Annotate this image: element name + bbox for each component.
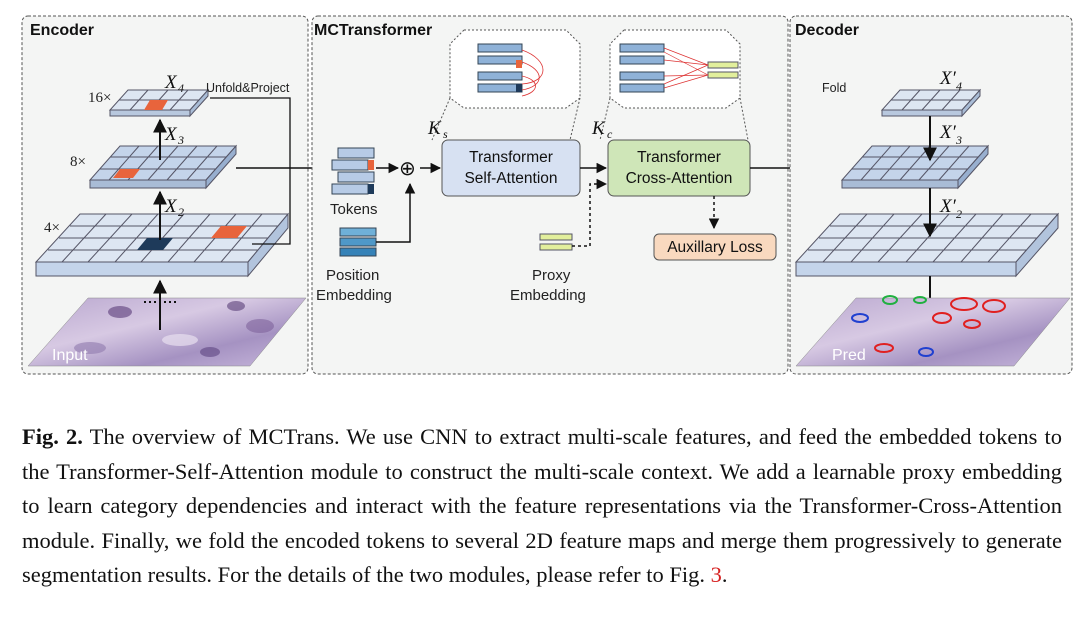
label-x4-sub: 4	[178, 81, 184, 95]
figure-label: Fig. 2.	[22, 424, 83, 449]
mctransformer-title: MCTransformer	[314, 22, 432, 39]
auxiliary-loss-label: Auxillary Loss	[667, 239, 763, 256]
kc-label: K	[591, 118, 606, 139]
caption-text: The overview of MCTrans. We use CNN to e…	[22, 424, 1062, 587]
caption-end: .	[721, 562, 728, 587]
figure-reference-link[interactable]: 3	[710, 562, 722, 587]
proxy-embedding-stack	[539, 233, 573, 251]
feature-map-x2-prime	[794, 212, 1060, 278]
label-x4-prime-sub: 4	[956, 79, 962, 93]
prediction-image	[795, 295, 1071, 367]
label-x3-prime-sub: 3	[955, 133, 962, 147]
position-embedding-stack	[339, 227, 377, 257]
self-attention-line1: Transformer	[469, 149, 553, 166]
label-x3-sub: 3	[177, 133, 184, 147]
label-x4: X	[164, 72, 178, 93]
position-embedding-line1: Position	[326, 267, 379, 284]
figure-caption: Fig. 2. The overview of MCTrans. We use …	[22, 420, 1062, 593]
label-x2-prime: X′	[939, 196, 957, 217]
cross-attention-line1: Transformer	[637, 149, 721, 166]
transformer-cross-attention-box: Transformer Cross-Attention	[607, 139, 751, 197]
feature-map-x4	[108, 88, 210, 118]
feature-map-x4-prime	[880, 88, 982, 118]
position-embedding-line2: Embedding	[316, 287, 392, 304]
scale-4x: 4×	[44, 220, 60, 236]
input-label: Input	[52, 347, 88, 364]
fold-label: Fold	[822, 81, 846, 95]
proxy-embedding-line1: Proxy	[532, 267, 571, 284]
cross-attention-line2: Cross-Attention	[626, 170, 733, 187]
feature-map-x3	[88, 144, 238, 190]
label-x2-sub: 2	[178, 205, 184, 219]
ks-label: K	[427, 118, 442, 139]
proxy-embedding-line2: Embedding	[510, 287, 586, 304]
decoder-panel: Decoder Fold X′ 4 X′ 3	[789, 15, 1073, 375]
pred-label: Pred	[832, 347, 866, 364]
decoder-title: Decoder	[795, 22, 859, 39]
kc-label-sub: c	[607, 127, 613, 141]
label-x4-prime: X′	[939, 68, 957, 89]
add-symbol: ⊕	[399, 156, 416, 180]
feature-map-x3-prime	[840, 144, 990, 190]
auxiliary-loss-box: Auxillary Loss	[653, 233, 777, 261]
label-x3: X	[164, 124, 178, 145]
scale-16x: 16×	[88, 90, 111, 106]
mctrans-overview-diagram: Encoder 16× X 4 8× X 3	[21, 15, 1073, 375]
unfold-project-label: Unfold&Project	[206, 81, 290, 95]
self-attention-line2: Self-Attention	[464, 170, 557, 187]
ks-label-sub: s	[443, 127, 448, 141]
label-x2-prime-sub: 2	[956, 207, 962, 221]
tokens-label: Tokens	[330, 201, 378, 218]
input-image	[27, 297, 307, 367]
tokens-stack	[331, 147, 375, 195]
encoder-panel: Encoder 16× X 4 8× X 3	[21, 15, 309, 375]
self-attention-inset	[449, 29, 581, 109]
cross-attention-inset	[609, 29, 741, 109]
feature-map-x2	[34, 212, 290, 278]
encoder-title: Encoder	[30, 22, 94, 39]
transformer-self-attention-box: Transformer Self-Attention	[441, 139, 581, 197]
mctransformer-panel: MCTransformer	[311, 15, 789, 375]
label-x2: X	[164, 196, 178, 217]
label-x3-prime: X′	[939, 122, 957, 143]
scale-8x: 8×	[70, 154, 86, 170]
